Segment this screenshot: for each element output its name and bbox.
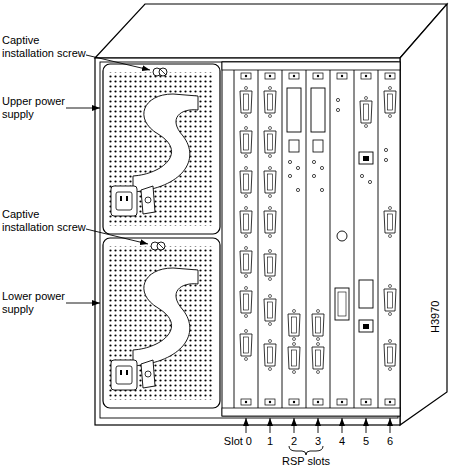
card-lever: [241, 399, 251, 405]
callout-label: RSP slots: [266, 455, 346, 468]
pcmcia-slot: [287, 88, 301, 132]
status-led: [312, 174, 315, 177]
d-sub-connector: [264, 127, 276, 158]
rj45-port: [359, 320, 373, 332]
card-rail: [222, 408, 400, 416]
callout-label: 3: [308, 435, 328, 448]
card-rail: [222, 62, 400, 70]
d-sub-connector: [384, 340, 396, 371]
callout-label: Lower power supply: [2, 290, 72, 316]
d-sub-connector: [264, 87, 276, 118]
d-sub-connector: [384, 207, 396, 238]
d-sub-connector: [264, 207, 276, 238]
status-led: [320, 166, 323, 169]
card-lever: [337, 73, 347, 79]
large-connector: [338, 292, 346, 316]
captive-screw: [153, 68, 167, 76]
card-lever: [265, 73, 275, 79]
rj45-port: [363, 156, 369, 161]
status-led: [288, 174, 291, 177]
rj45-port: [363, 324, 369, 329]
status-led: [360, 174, 363, 177]
callout-label: Upper power supply: [2, 95, 72, 121]
callout-label: 2: [284, 435, 304, 448]
d-sub-connector: [240, 167, 252, 198]
lower-power-supply: [103, 238, 220, 408]
chassis-top: [95, 4, 447, 58]
large-connector: [335, 288, 349, 320]
status-led: [336, 98, 339, 101]
pcmcia-slot: [311, 88, 325, 132]
rsp-button: [289, 140, 299, 152]
card-lever: [313, 399, 323, 405]
callout-label: 4: [332, 435, 352, 448]
status-led: [368, 180, 371, 183]
card-lever: [289, 73, 299, 79]
d-sub-connector: [384, 87, 396, 118]
status-led: [336, 108, 339, 111]
card-lever: [385, 73, 395, 79]
callout-label: H3970: [429, 283, 442, 333]
d-sub-connector: [288, 343, 300, 374]
d-sub-connector: [240, 287, 252, 318]
chassis-side: [400, 4, 447, 425]
rsp-button: [313, 140, 323, 152]
d-sub-connector: [360, 97, 372, 128]
card-lever: [289, 399, 299, 405]
d-sub-connector: [264, 295, 276, 326]
callout-label: Slot 0: [212, 435, 252, 448]
card-cage: [222, 62, 400, 416]
callout-label: 6: [380, 435, 400, 448]
d-sub-connector: [264, 250, 276, 281]
card-lever: [361, 399, 371, 405]
slot-dividers: [234, 70, 378, 408]
status-led: [384, 148, 387, 151]
d-sub-connector: [240, 87, 252, 118]
card-lever: [337, 399, 347, 405]
d-sub-connector: [240, 247, 252, 278]
status-led: [288, 160, 291, 163]
card-lever: [313, 73, 323, 79]
rsp-bracket: [289, 446, 323, 455]
d-sub-connector: [384, 285, 396, 316]
d-sub-connector: [240, 330, 252, 361]
callout-label: 5: [356, 435, 376, 448]
status-led: [384, 158, 387, 161]
port-circle: [337, 231, 347, 241]
status-led: [312, 160, 315, 163]
d-sub-connector: [264, 340, 276, 371]
rj45-port: [359, 152, 373, 164]
status-led: [296, 188, 299, 191]
d-sub-connector: [264, 167, 276, 198]
card-lever: [265, 399, 275, 405]
card-lever: [361, 73, 371, 79]
captive-screw: [151, 242, 165, 250]
callout-label: 1: [260, 435, 280, 448]
card-lever: [385, 399, 395, 405]
d-sub-connector: [240, 207, 252, 238]
d-sub-connector: [312, 343, 324, 374]
card-lever: [241, 73, 251, 79]
d-sub-connector: [312, 310, 324, 341]
status-led: [296, 166, 299, 169]
leader-lines: [66, 55, 390, 433]
d-sub-connector: [240, 127, 252, 158]
callout-label: Captive installation screw: [2, 208, 88, 234]
upper-power-supply: [103, 64, 220, 234]
chassis-front: [95, 58, 400, 425]
d-sub-connector: [288, 310, 300, 341]
large-connector: [359, 280, 373, 308]
callout-label: Captive installation screw: [2, 34, 88, 60]
status-led: [320, 188, 323, 191]
